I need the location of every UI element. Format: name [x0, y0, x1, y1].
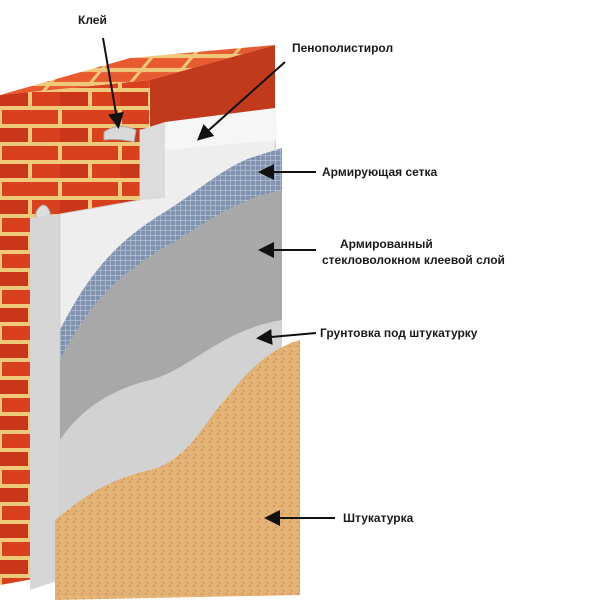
label-reinforced-2: стекловолокном клеевой слой — [322, 253, 505, 267]
arrow-eps — [197, 61, 286, 141]
pointer-arrows — [102, 37, 335, 526]
label-eps: Пенополистирол — [292, 41, 393, 55]
label-plaster: Штукатурка — [343, 511, 414, 525]
label-primer: Грунтовка под штукатурку — [320, 326, 478, 340]
label-glue: Клей — [78, 13, 107, 27]
label-mesh: Армирующая сетка — [322, 165, 438, 179]
plaster-layer — [55, 340, 300, 600]
arrow-primer — [256, 328, 317, 345]
arrow-glue — [102, 37, 124, 129]
label-reinforced-1: Армированный — [340, 237, 433, 251]
